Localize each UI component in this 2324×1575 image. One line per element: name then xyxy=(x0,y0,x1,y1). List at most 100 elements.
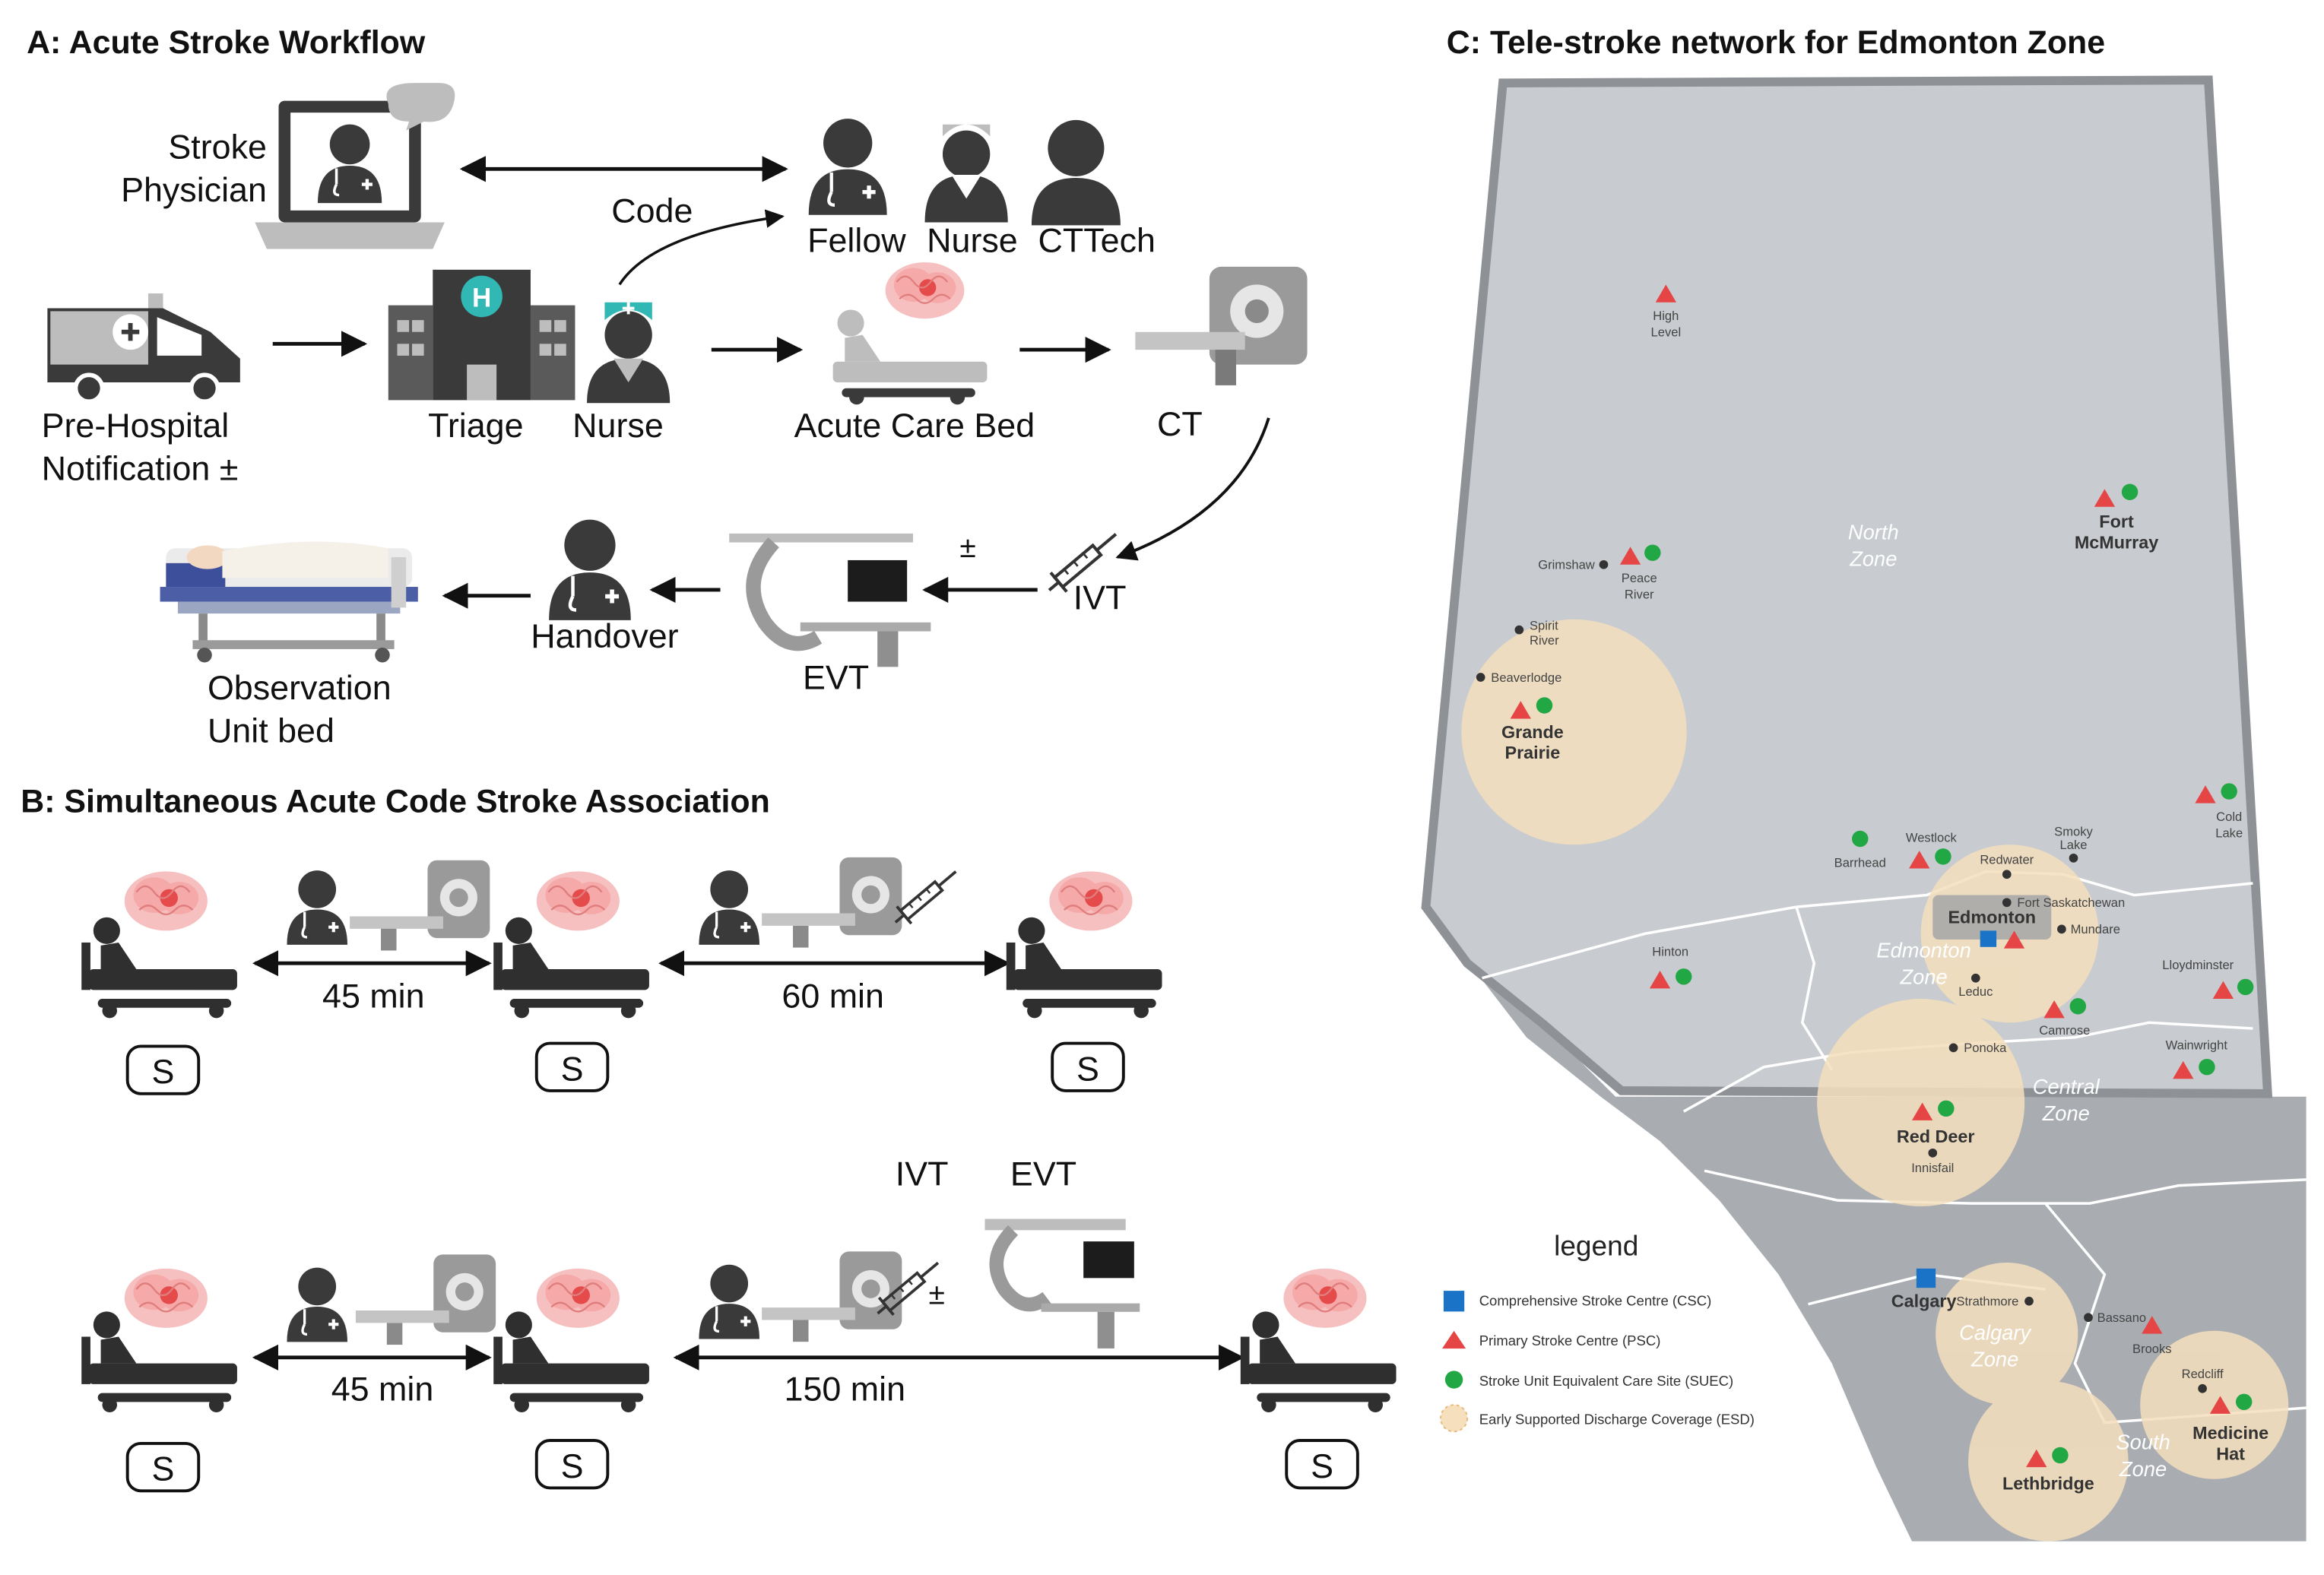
handover-label: Handover xyxy=(531,616,678,655)
esd-coverage-circles xyxy=(1461,619,2289,1542)
map-legend: legend Comprehensive Stroke Centre (CSC)… xyxy=(1440,1229,1755,1433)
site-peace-river: Peace River xyxy=(1619,544,1661,602)
site-medicine-hat: Medicine Hat xyxy=(2192,1393,2269,1463)
b2-evt-label: EVT xyxy=(1010,1155,1076,1193)
ct-ivt-arrow xyxy=(1115,417,1270,561)
svg-text:McMurray: McMurray xyxy=(2075,532,2158,552)
svg-text:High: High xyxy=(1653,309,1679,323)
svg-text:Ponoka: Ponoka xyxy=(1964,1041,2007,1055)
nurse-top-label: Nurse xyxy=(927,220,1018,259)
code-arrow xyxy=(618,209,785,286)
south-zone-label-2: Zone xyxy=(2119,1457,2167,1481)
evt-angio-icon xyxy=(729,533,931,667)
svg-text:Barrhead: Barrhead xyxy=(1834,856,1886,870)
site-spirit-river: Spirit River xyxy=(1514,619,1559,648)
svg-text:Fort: Fort xyxy=(2099,512,2134,531)
legend-title: legend xyxy=(1554,1229,1638,1261)
south-zone-label-1: South xyxy=(2116,1431,2170,1454)
svg-text:Leduc: Leduc xyxy=(1958,984,1993,999)
svg-text:Calgary: Calgary xyxy=(1891,1291,1957,1311)
panel-b: B: Simultaneous Acute Code Stroke Associ… xyxy=(21,783,1397,1493)
prehospital-label-line1: Pre-Hospital xyxy=(42,406,230,445)
b1-stroke-patient-1: S xyxy=(81,870,237,1095)
site-barrhead: Barrhead xyxy=(1834,830,1886,870)
north-zone-label-2: Zone xyxy=(1849,547,1897,571)
site-ponoka: Ponoka xyxy=(1948,1041,2007,1055)
site-calgary: Calgary xyxy=(1891,1268,1957,1311)
legend-csc-label: Comprehensive Stroke Centre (CSC) xyxy=(1479,1293,1712,1309)
svg-text:Grande: Grande xyxy=(1501,722,1564,742)
observation-label-line1: Observation xyxy=(208,668,392,707)
ivt-label: IVT xyxy=(1073,578,1127,616)
legend-esd-label: Early Supported Discharge Coverage (ESD) xyxy=(1479,1412,1755,1428)
plus-minus-label: ± xyxy=(959,531,975,564)
b2-doctor-ct-syringe-angio-icon xyxy=(699,1219,1140,1348)
svg-text:Lloydminster: Lloydminster xyxy=(2162,958,2234,972)
site-mundare: Mundare xyxy=(2057,922,2120,936)
cttech-label: CTTech xyxy=(1038,220,1155,259)
svg-text:Innisfail: Innisfail xyxy=(1911,1161,1954,1175)
svg-text:Smoky: Smoky xyxy=(2054,825,2093,839)
b2-interval-label-2: 150 min xyxy=(785,1369,905,1408)
calgary-zone-label-2: Zone xyxy=(1970,1348,2018,1371)
central-zone-label-2: Zone xyxy=(2042,1101,2090,1125)
svg-text:Red Deer: Red Deer xyxy=(1897,1127,1975,1146)
north-zone-region xyxy=(1421,75,2273,1098)
svg-text:Lake: Lake xyxy=(2215,826,2243,841)
panel-a: A: Acute Stroke Workflow Stroke Physicia… xyxy=(27,24,1308,750)
svg-text:Level: Level xyxy=(1651,325,1682,340)
svg-text:Cold: Cold xyxy=(2216,810,2242,824)
svg-text:Edmonton: Edmonton xyxy=(1948,908,2036,927)
site-grimshaw: Grimshaw xyxy=(1538,558,1609,572)
stroke-label-line1: Stroke xyxy=(168,128,267,166)
svg-text:Grimshaw: Grimshaw xyxy=(1538,558,1595,572)
cttech-icon xyxy=(1031,119,1121,226)
svg-text:Peace: Peace xyxy=(1622,571,1657,585)
svg-text:Brooks: Brooks xyxy=(2132,1342,2172,1356)
site-hinton: Hinton xyxy=(1649,944,1692,989)
svg-text:Bassano: Bassano xyxy=(2097,1310,2146,1325)
nurse-label: Nurse xyxy=(572,406,664,445)
ambulance-icon xyxy=(47,293,240,404)
site-lloydminster: Lloydminster xyxy=(2162,958,2254,1000)
north-zone-label-1: North xyxy=(1848,521,1899,544)
calgary-zone-label-1: Calgary xyxy=(1959,1320,2032,1344)
svg-text:Prairie: Prairie xyxy=(1504,743,1560,762)
b1-interval-label-2: 60 min xyxy=(782,977,884,1016)
b1-interval-label-1: 45 min xyxy=(322,977,425,1016)
site-innisfail: Innisfail xyxy=(1911,1148,1954,1175)
b2-stroke-badge-2: S xyxy=(561,1447,584,1485)
svg-text:Hinton: Hinton xyxy=(1652,944,1688,959)
panel-b-title: B: Simultaneous Acute Code Stroke Associ… xyxy=(21,783,770,819)
site-cold-lake: Cold Lake xyxy=(2195,783,2243,841)
acute-care-bed-label: Acute Care Bed xyxy=(794,406,1035,445)
nurse-top-icon xyxy=(924,124,1008,223)
site-strathmore: Strathmore xyxy=(1956,1295,2034,1309)
site-brooks: Brooks xyxy=(2132,1316,2172,1356)
b2-stroke-patient-3: S xyxy=(1240,1267,1397,1490)
prehospital-label-line2: Notification ± xyxy=(42,449,239,488)
site-redcliff: Redcliff xyxy=(2182,1367,2224,1393)
svg-text:Camrose: Camrose xyxy=(2039,1023,2090,1038)
svg-text:Hat: Hat xyxy=(2216,1443,2245,1463)
svg-text:Fort Saskatchewan: Fort Saskatchewan xyxy=(2017,895,2125,910)
svg-text:River: River xyxy=(1625,588,1654,602)
edmonton-zone-label-2: Zone xyxy=(1899,965,1947,989)
svg-text:Strathmore: Strathmore xyxy=(1956,1295,2018,1309)
svg-text:Redwater: Redwater xyxy=(1980,853,2034,867)
panel-c-title: C: Tele-stroke network for Edmonton Zone xyxy=(1447,24,2105,61)
svg-text:Medicine: Medicine xyxy=(2192,1423,2269,1443)
site-high-level: High Level xyxy=(1651,284,1682,340)
panel-c: C: Tele-stroke network for Edmonton Zone… xyxy=(1421,24,2307,1542)
observation-label-line2: Unit bed xyxy=(208,711,334,750)
b-row1: S 45 min S 60 min xyxy=(81,857,1162,1095)
site-fort-mcmurray: Fort McMurray xyxy=(2075,483,2158,552)
site-lethbridge: Lethbridge xyxy=(2002,1447,2094,1493)
ct-scanner-icon xyxy=(1135,266,1308,385)
central-zone-label-1: Central xyxy=(2033,1075,2100,1098)
fellow-icon xyxy=(809,119,887,215)
physician-label-line2: Physician xyxy=(121,170,267,209)
site-grande-prairie: Grande Prairie xyxy=(1501,697,1564,762)
b1-doctor-ct-icon-1 xyxy=(287,860,490,951)
observation-bed-icon xyxy=(160,541,418,663)
